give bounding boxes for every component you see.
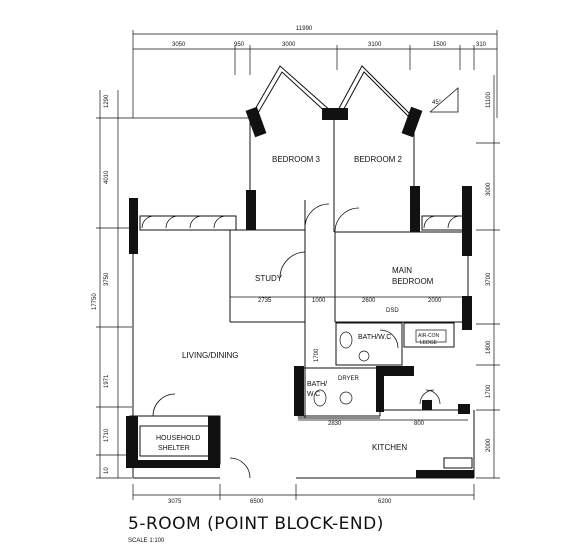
dim-internal-2: 1000	[312, 298, 326, 304]
room-label-aircon-ledge-line2: LEDGE	[420, 340, 438, 346]
dim-left-5: 1710	[104, 428, 110, 442]
dim-left-1: 1290	[104, 94, 110, 108]
dim-right-3: 3700	[486, 272, 492, 286]
doors	[141, 87, 461, 479]
room-label-bath-wc-left-line2: W.C	[307, 391, 320, 398]
dim-internal-4: 2000	[428, 298, 442, 304]
dim-right-4: 1800	[486, 340, 492, 354]
room-label-master-bedroom-line1: MAIN	[392, 266, 412, 275]
plan-title: 5-ROOM (POINT BLOCK-END)	[128, 514, 384, 534]
room-label-aircon-ledge-line1: AIR-CON	[418, 333, 440, 339]
dim-internal-6: 800	[414, 421, 425, 427]
fixtures	[313, 329, 447, 407]
dim-left-6: 10	[104, 467, 110, 474]
dim-right-2: 3000	[486, 182, 492, 196]
dim-bottom-3: 6200	[378, 499, 392, 505]
dim-left-3: 3750	[104, 272, 110, 286]
dim-bottom-2: 6500	[250, 499, 264, 505]
room-label-dsd: DSD	[386, 308, 399, 314]
dim-internal-1: 2735	[258, 298, 272, 304]
dim-top-3: 3000	[282, 42, 296, 48]
dim-top-4: 3100	[368, 42, 382, 48]
dim-top-1: 3050	[172, 42, 186, 48]
walls-thin	[129, 65, 475, 479]
dim-left-total: 17750	[92, 293, 98, 310]
room-label-bedroom-2: BEDROOM 2	[354, 155, 403, 164]
dim-internal-5: 2830	[328, 421, 342, 427]
dim-left-4: 1971	[104, 374, 110, 388]
dim-top-2: 950	[234, 42, 245, 48]
room-label-dryer: DRYER	[338, 376, 360, 382]
room-label-household-shelter-line1: HOUSEHOLD	[156, 435, 200, 442]
dim-left-2: 4010	[104, 170, 110, 184]
room-label-bath-wc-left-line1: BATH/	[307, 381, 327, 388]
room-label-kitchen: KITCHEN	[372, 443, 407, 452]
dim-right-1: 11100	[486, 92, 492, 108]
room-label-study: STUDY	[255, 274, 283, 283]
dim-right-6: 2000	[486, 438, 492, 452]
plan-scale: SCALE 1:100	[128, 538, 165, 544]
dim-bottom-1: 3075	[168, 499, 182, 505]
room-label-household-shelter-line2: SHELTER	[158, 445, 190, 452]
dim-right-5: 1700	[486, 384, 492, 398]
dim-top-5: 1500	[433, 42, 447, 48]
dim-internal-3: 2600	[362, 298, 376, 304]
dim-internal-7: 1700	[314, 348, 320, 362]
dim-top-total: 11990	[296, 26, 313, 32]
angle-label: 45°	[432, 100, 442, 106]
room-label-master-bedroom-line2: BEDROOM	[392, 277, 434, 286]
dim-top-6: 310	[476, 42, 487, 48]
room-label-living-dining: LIVING/DINING	[182, 351, 238, 360]
dimension-lines	[96, 30, 500, 500]
room-label-bath-wc-right: BATH/W.C	[358, 334, 391, 341]
walls-thick	[126, 106, 474, 478]
room-label-bedroom-3: BEDROOM 3	[272, 155, 321, 164]
